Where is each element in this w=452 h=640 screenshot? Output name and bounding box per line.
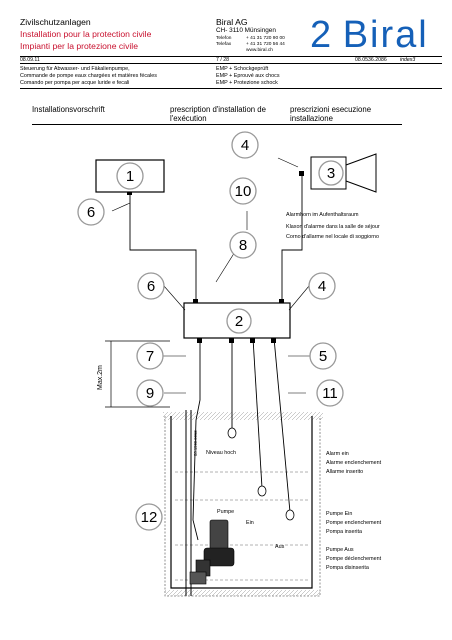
- callout-6: 6: [147, 278, 155, 295]
- horn-label-fr: Klaxon d'alarme dans la salle de séjour: [286, 224, 380, 230]
- float-switches: [227, 427, 295, 521]
- doc-index: index3: [400, 57, 416, 63]
- max-height-dimension: [105, 340, 170, 408]
- alarm-on-fr: Alarme enclenchement: [326, 460, 382, 466]
- doc-subtitle-it: Impianti per la protezione civile: [20, 41, 138, 51]
- description-it: Comando per pompa per acque luride e fec…: [20, 80, 130, 86]
- callout-4: 4: [318, 278, 326, 295]
- callout-10: 10: [235, 183, 252, 200]
- pump-on-de: Pumpe Ein: [326, 511, 352, 517]
- callout-3: 3: [327, 165, 335, 182]
- pump-on-it: Pompa inserita: [326, 529, 362, 535]
- website: www.biral.ch: [246, 48, 273, 53]
- alarm-on-de: Alarm ein: [326, 451, 349, 457]
- doc-subtitle-fr: Installation pour la protection civile: [20, 29, 152, 39]
- callout-8: 8: [239, 237, 247, 254]
- callout-2: 2: [235, 313, 243, 330]
- brand-logo: 2 Biral: [310, 14, 429, 56]
- pump-off-fr: Pompe déclenchement: [326, 556, 382, 562]
- horn-label-de: Alarmhorn im Aufenthaltsraum: [286, 212, 359, 218]
- label-pumpe: Pumpe: [217, 509, 234, 515]
- wiring: [129, 157, 303, 596]
- header-rule: [20, 56, 442, 57]
- callout-11: 11: [322, 385, 338, 402]
- doc-date: 08.09.11: [20, 57, 40, 63]
- brand-number: 2: [310, 14, 332, 56]
- callout-leaders: [111, 202, 310, 394]
- horn-label-it: Corno d'allarme nel locale di soggiorno: [286, 234, 379, 240]
- callout-5: 5: [319, 348, 327, 365]
- callout-circles: [77, 131, 344, 531]
- emp-fr: EMP + Eprouvé aux chocs: [216, 73, 280, 79]
- phone-label: Telefon: [216, 36, 232, 41]
- column-heading-it-1: prescrizioni esecuzione: [290, 105, 372, 114]
- doc-title: Zivilschutzanlagen: [20, 17, 91, 27]
- alarm-on-it: Allarme inserito: [326, 469, 363, 475]
- callout-6-top: 6: [87, 204, 95, 221]
- callout-9: 9: [146, 385, 154, 402]
- callout-numbers: 1 6 4 3 10 8 6 4 2 7 5 9 11 12: [87, 137, 338, 526]
- max-height-label: Max.2m: [97, 365, 104, 390]
- fax-label: Telefax: [216, 42, 232, 47]
- emp-de: EMP + Schockgeprüft: [216, 66, 269, 72]
- phone-number: + 41 31 720 90 00: [246, 36, 285, 41]
- side-reference: 08.1590.0068: [193, 430, 198, 456]
- callout-7: 7: [146, 348, 154, 365]
- label-niveau-hoch: Niveau hoch: [206, 450, 236, 456]
- description-fr: Commande de pompe eaux chargées et matiè…: [20, 73, 157, 79]
- company-address: CH- 3110 Münsingen: [216, 27, 276, 34]
- label-aus: Aus: [275, 544, 285, 550]
- label-ein: Ein: [246, 520, 254, 526]
- callout-12: 12: [141, 509, 158, 526]
- company-name: Biral AG: [216, 17, 248, 27]
- description-de: Steuerung für Abwasser- und Fäkalienpump…: [20, 66, 130, 72]
- column-heading-rule: [32, 124, 402, 125]
- column-heading-fr-2: l'exécution: [170, 114, 207, 123]
- column-heading-it-2: installazione: [290, 114, 333, 123]
- diagram-labels: Alarmhorn im Aufenthaltsraum Klaxon d'al…: [206, 212, 382, 571]
- header-rule-2: [20, 63, 442, 64]
- pump-off-it: Pompa disinserita: [326, 565, 369, 571]
- water-level-lines: [175, 471, 310, 581]
- pump: [189, 519, 235, 585]
- fax-number: + 41 31 720 56 44: [246, 42, 285, 47]
- pit-shaft: [163, 412, 323, 597]
- brand-name: Biral: [342, 14, 429, 56]
- callout-4-top: 4: [241, 137, 249, 154]
- pump-off-de: Pumpe Aus: [326, 547, 354, 553]
- page-number: 7 / 28: [216, 57, 229, 63]
- column-heading-fr-1: prescription d'installation de: [170, 105, 266, 114]
- doc-reference: 08.0536.2086: [355, 57, 387, 63]
- callout-1: 1: [126, 168, 134, 185]
- pump-on-fr: Pompe enclenchement: [326, 520, 382, 526]
- emp-it: EMP + Protezione schock: [216, 80, 278, 86]
- header-rule-3: [20, 88, 442, 89]
- column-heading-de: Installationsvorschrift: [32, 105, 105, 114]
